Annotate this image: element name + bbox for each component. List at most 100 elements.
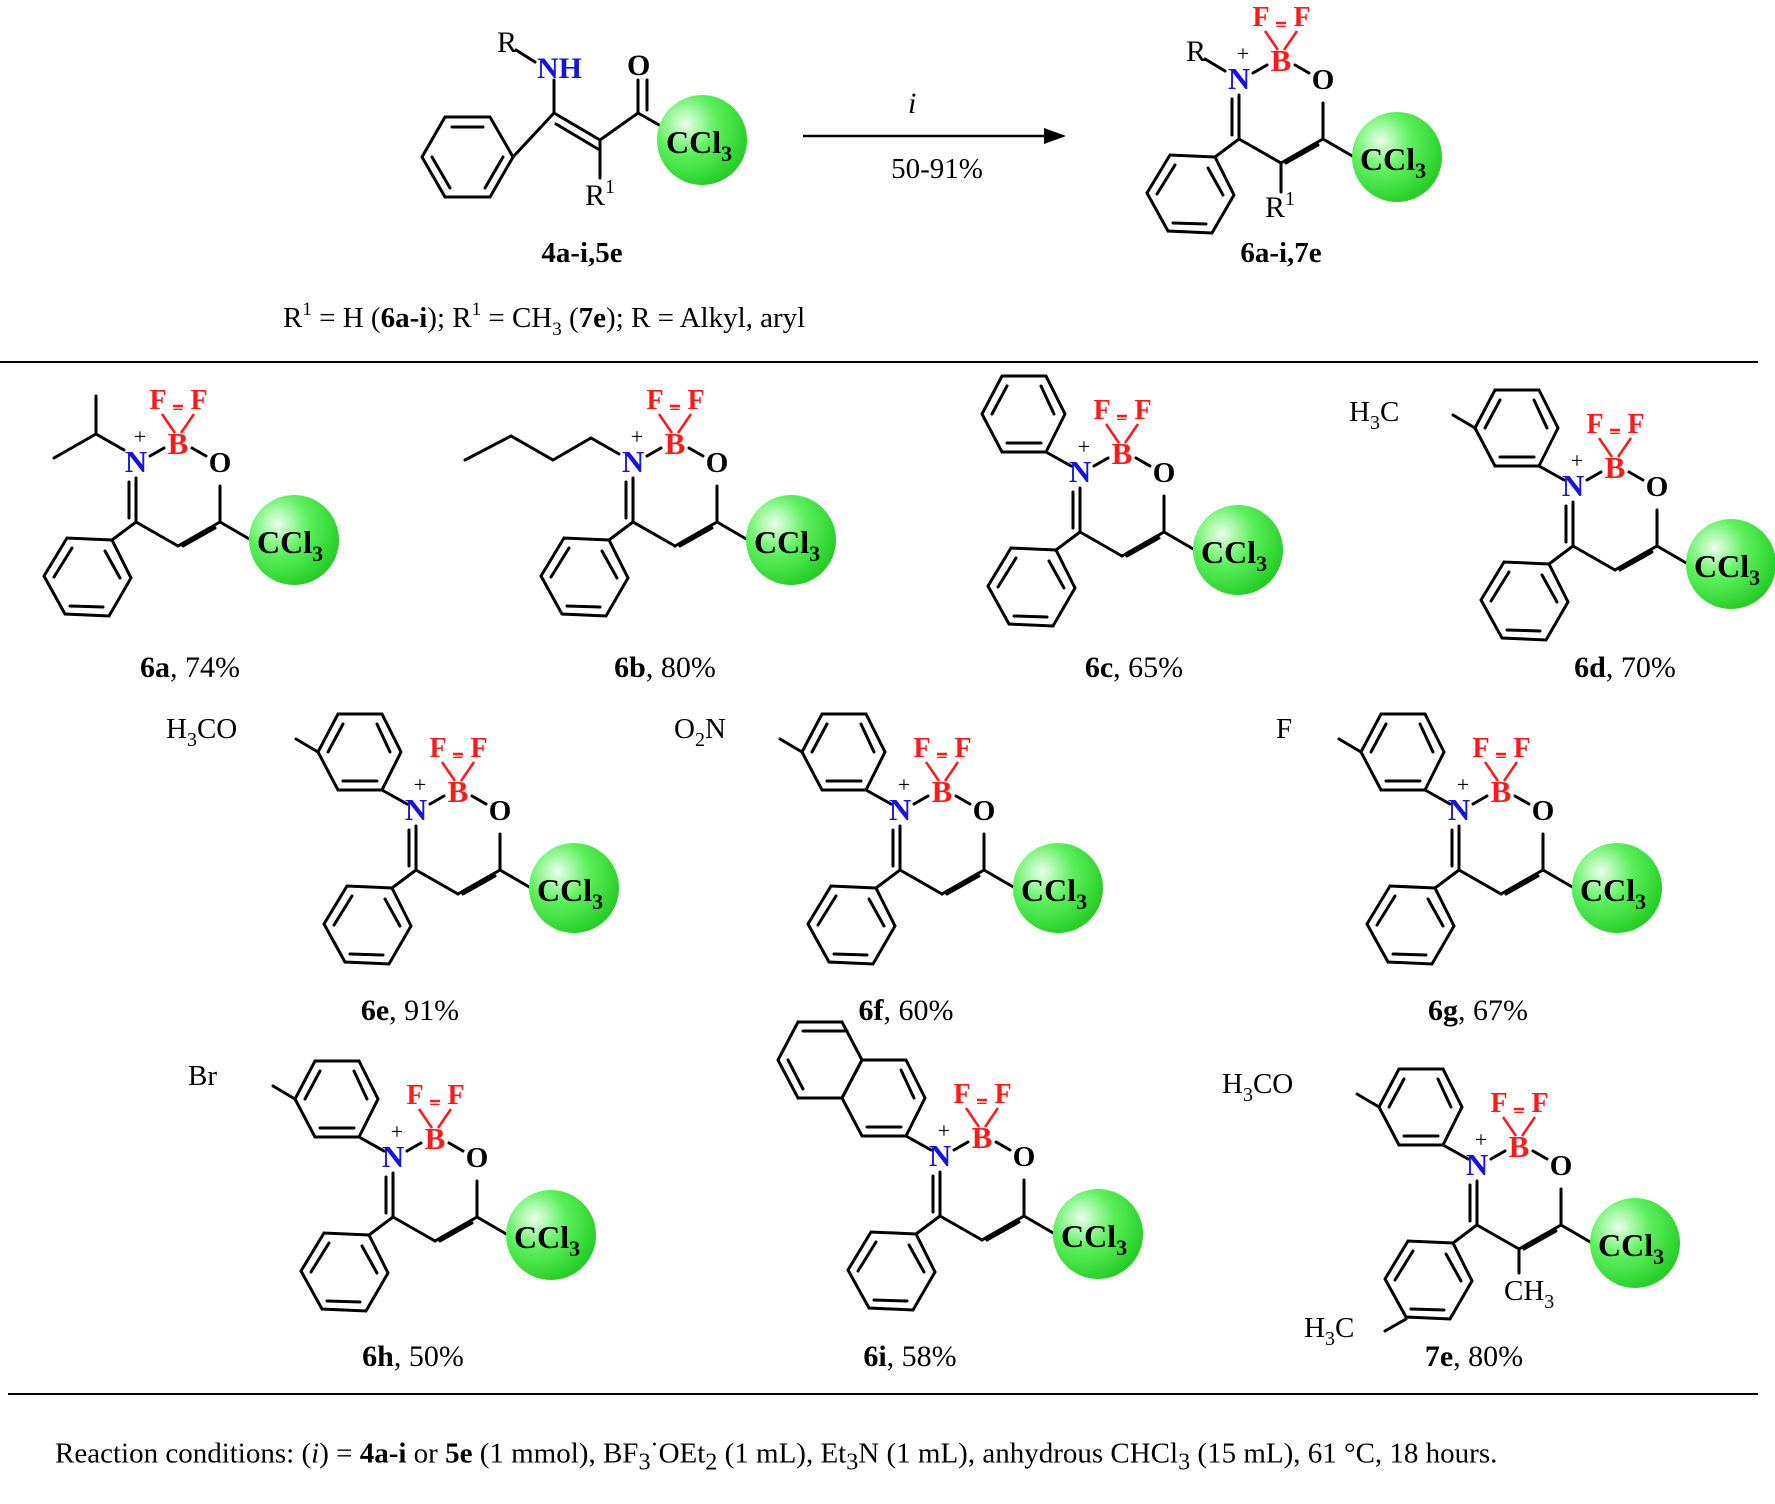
compound-6a-structure: N + B − F F O CCl3 xyxy=(42,385,341,618)
compound-6g-label: 6g, 67% xyxy=(1428,994,1528,1027)
svg-text:N: N xyxy=(1466,1147,1488,1182)
compound-6b-structure: N + B − F F O CCl3 xyxy=(463,385,838,618)
svg-text:N: N xyxy=(125,444,147,479)
svg-text:CH3: CH3 xyxy=(1504,1275,1554,1313)
svg-text:N: N xyxy=(1228,61,1250,96)
svg-text:O: O xyxy=(1013,1141,1036,1173)
svg-text:F: F xyxy=(687,385,704,416)
svg-text:H3C: H3C xyxy=(1349,396,1399,434)
svg-text:CCl3: CCl3 xyxy=(1061,1218,1127,1260)
svg-text:CCl3: CCl3 xyxy=(1360,141,1426,183)
svg-text:CCl3: CCl3 xyxy=(1580,872,1646,914)
svg-text:B: B xyxy=(1605,450,1626,485)
compound-7e-label: 7e, 80% xyxy=(1425,1340,1523,1373)
reactant-structure: R NH O CCl3 R1 xyxy=(420,26,747,212)
svg-text:F: F xyxy=(1134,395,1151,426)
svg-text:F: F xyxy=(1252,2,1269,33)
reaction-conditions: Reaction conditions: (i) = 4a-i or 5e (1… xyxy=(55,1431,1498,1476)
svg-text:B: B xyxy=(425,1121,446,1156)
svg-text:+: + xyxy=(631,424,643,449)
svg-text:B: B xyxy=(1271,43,1292,78)
svg-text:−: − xyxy=(1513,1102,1524,1124)
svg-text:CCl3: CCl3 xyxy=(514,1219,580,1261)
svg-text:O: O xyxy=(627,49,650,82)
compound-6h-structure: N + B − F F O CCl3 Br xyxy=(188,1059,598,1313)
svg-text:+: + xyxy=(414,772,426,797)
svg-text:CCl3: CCl3 xyxy=(1021,872,1087,914)
svg-text:N: N xyxy=(622,444,644,479)
yield-range: 50-91% xyxy=(891,153,983,185)
svg-text:F: F xyxy=(1276,713,1292,745)
svg-text:B: B xyxy=(1491,774,1512,809)
svg-text:−: − xyxy=(1275,16,1286,38)
svg-text:+: + xyxy=(1475,1127,1487,1152)
svg-text:F: F xyxy=(1627,409,1644,440)
svg-text:+: + xyxy=(1457,772,1469,797)
svg-text:O: O xyxy=(1550,1150,1573,1182)
svg-text:B: B xyxy=(168,426,189,461)
svg-text:F: F xyxy=(1293,2,1310,33)
svg-text:H3CO: H3CO xyxy=(1222,1068,1293,1106)
svg-text:B: B xyxy=(448,774,469,809)
svg-text:N: N xyxy=(1069,454,1091,489)
svg-text:B: B xyxy=(972,1120,993,1155)
svg-text:F: F xyxy=(1586,409,1603,440)
svg-text:CCl3: CCl3 xyxy=(537,872,603,914)
svg-text:F: F xyxy=(954,733,971,764)
svg-text:F: F xyxy=(1490,1088,1507,1119)
r1-definition: R1 = H (6a-i); R1 = CH3 (7e); R = Alkyl,… xyxy=(283,299,805,340)
svg-text:F: F xyxy=(190,385,207,416)
svg-text:O: O xyxy=(1312,64,1335,96)
svg-text:−: − xyxy=(429,1094,440,1116)
reaction-arrow xyxy=(803,128,1066,144)
svg-text:H3CO: H3CO xyxy=(166,713,237,751)
svg-text:O: O xyxy=(489,795,512,827)
svg-text:+: + xyxy=(1078,434,1090,459)
compound-6i-structure: N + B − F F O CCl3 xyxy=(776,1020,1145,1312)
compound-6g-structure: N + B − F F O CCl3 F xyxy=(1276,712,1664,966)
svg-text:CCl3: CCl3 xyxy=(754,524,820,566)
compound-6f-label: 6f, 60% xyxy=(859,994,954,1027)
svg-text:−: − xyxy=(1495,747,1506,769)
svg-text:O: O xyxy=(973,795,996,827)
svg-text:F: F xyxy=(470,733,487,764)
svg-text:N: N xyxy=(1448,792,1470,827)
compound-6h-label: 6h, 50% xyxy=(362,1340,464,1373)
svg-text:B: B xyxy=(1509,1129,1530,1164)
svg-text:R: R xyxy=(1186,35,1206,68)
svg-text:−: − xyxy=(976,1093,987,1115)
svg-text:−: − xyxy=(936,747,947,769)
compound-6c-structure: N + B − F F O CCl3 xyxy=(980,374,1285,628)
svg-text:CCl3: CCl3 xyxy=(1694,548,1760,590)
svg-text:CCl3: CCl3 xyxy=(1598,1227,1664,1269)
svg-text:+: + xyxy=(898,772,910,797)
svg-text:F: F xyxy=(646,385,663,416)
compound-6e-structure: N + B − F F O CCl3 H3CO xyxy=(166,712,621,966)
svg-text:F: F xyxy=(953,1079,970,1110)
svg-text:N: N xyxy=(405,792,427,827)
svg-text:F: F xyxy=(406,1080,423,1111)
reactant-label: 4a-i,5e xyxy=(541,237,622,269)
svg-text:N: N xyxy=(382,1139,404,1174)
svg-text:CCl3: CCl3 xyxy=(666,124,732,166)
svg-text:−: − xyxy=(669,399,680,421)
svg-text:+: + xyxy=(938,1118,950,1143)
svg-text:O: O xyxy=(1532,795,1555,827)
compound-6a-label: 6a, 74% xyxy=(140,651,240,684)
svg-text:−: − xyxy=(172,399,183,421)
svg-text:H3C: H3C xyxy=(1304,1312,1354,1350)
reagent-label: i xyxy=(908,87,916,120)
svg-text:+: + xyxy=(1571,448,1583,473)
svg-text:−: − xyxy=(1609,423,1620,445)
svg-text:F: F xyxy=(429,733,446,764)
product-label: 6a-i,7e xyxy=(1240,237,1321,269)
svg-text:B: B xyxy=(665,426,686,461)
svg-text:O: O xyxy=(706,447,729,479)
svg-text:B: B xyxy=(1112,436,1133,471)
svg-text:Br: Br xyxy=(188,1060,217,1092)
svg-text:F: F xyxy=(994,1079,1011,1110)
svg-text:+: + xyxy=(134,424,146,449)
svg-text:+: + xyxy=(1237,41,1249,66)
svg-text:N: N xyxy=(889,792,911,827)
